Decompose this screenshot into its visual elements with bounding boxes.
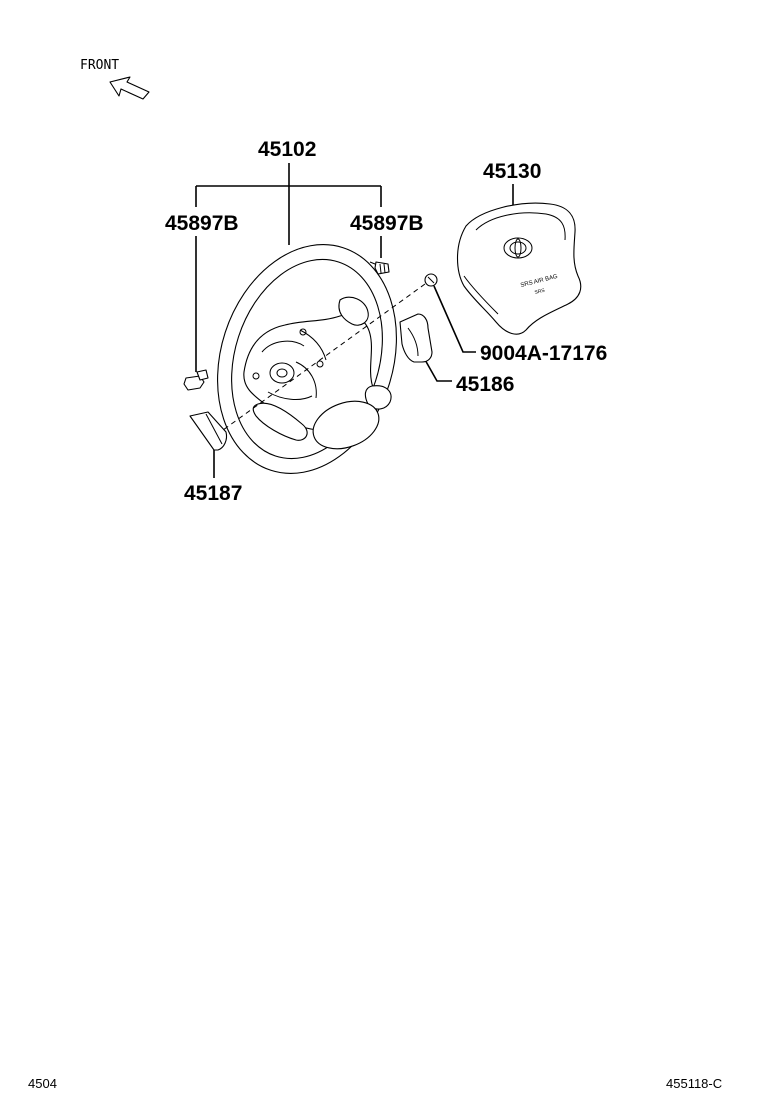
front-arrow-icon xyxy=(109,76,150,100)
airbag-module: SRS AIR BAG SRS xyxy=(457,184,582,335)
nut-icon xyxy=(424,273,438,287)
callout-cover-right: 45186 xyxy=(456,373,514,396)
callout-cover-left: 45187 xyxy=(184,482,242,505)
callout-nut: 9004A-17176 xyxy=(480,342,607,365)
wheel-callout-bracket xyxy=(195,163,382,372)
footer-page-number: 4504 xyxy=(28,1076,57,1091)
front-label: FRONT xyxy=(80,58,119,73)
callout-screw-right: 45897B xyxy=(350,212,424,235)
callout-screw-left: 45897B xyxy=(165,212,239,235)
toyota-logo-icon xyxy=(503,237,533,259)
cover-left-icon xyxy=(189,411,228,451)
small-part-leaders xyxy=(213,285,476,478)
assembly-axis xyxy=(211,283,426,439)
airbag-mark-line2: SRS xyxy=(534,287,546,295)
cover-right-icon xyxy=(399,313,433,363)
callout-airbag: 45130 xyxy=(483,160,541,183)
steering-wheel xyxy=(217,244,397,474)
footer-diagram-code: 455118-C xyxy=(666,1076,723,1091)
front-indicator: FRONT xyxy=(80,58,150,100)
callout-wheel: 45102 xyxy=(258,138,316,161)
screw-left-icon xyxy=(183,369,209,391)
screw-right-icon xyxy=(369,261,390,275)
